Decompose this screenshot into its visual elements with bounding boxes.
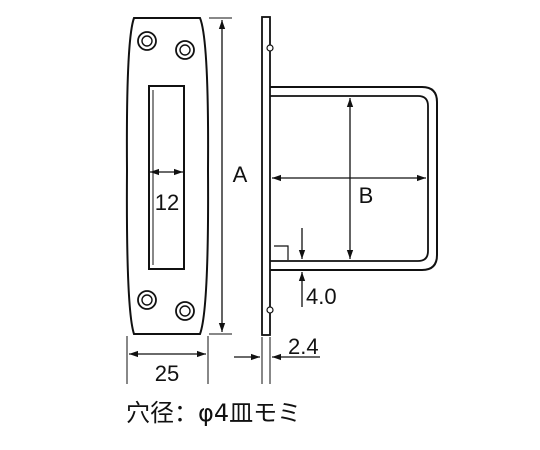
bracket-outer xyxy=(270,86,438,271)
plate-side-view xyxy=(261,16,271,336)
screw-hole-top-right xyxy=(175,40,195,60)
bracket-inner xyxy=(270,95,429,262)
strike-slot xyxy=(148,85,185,270)
screw-hole-top-left xyxy=(137,31,157,51)
plate-width-label: 25 xyxy=(155,361,179,386)
screw-hole-bottom-right xyxy=(175,301,195,321)
screw-hole-bottom-left xyxy=(137,290,157,310)
gap-label: 4.0 xyxy=(306,284,337,309)
hole-spec-caption: 穴径：φ4皿モミ xyxy=(126,399,301,427)
height-label: A xyxy=(233,162,248,187)
width-label: B xyxy=(359,183,374,208)
slot-width-label: 12 xyxy=(155,190,179,215)
right-angle-mark xyxy=(274,245,289,260)
thickness-label: 2.4 xyxy=(288,334,319,359)
